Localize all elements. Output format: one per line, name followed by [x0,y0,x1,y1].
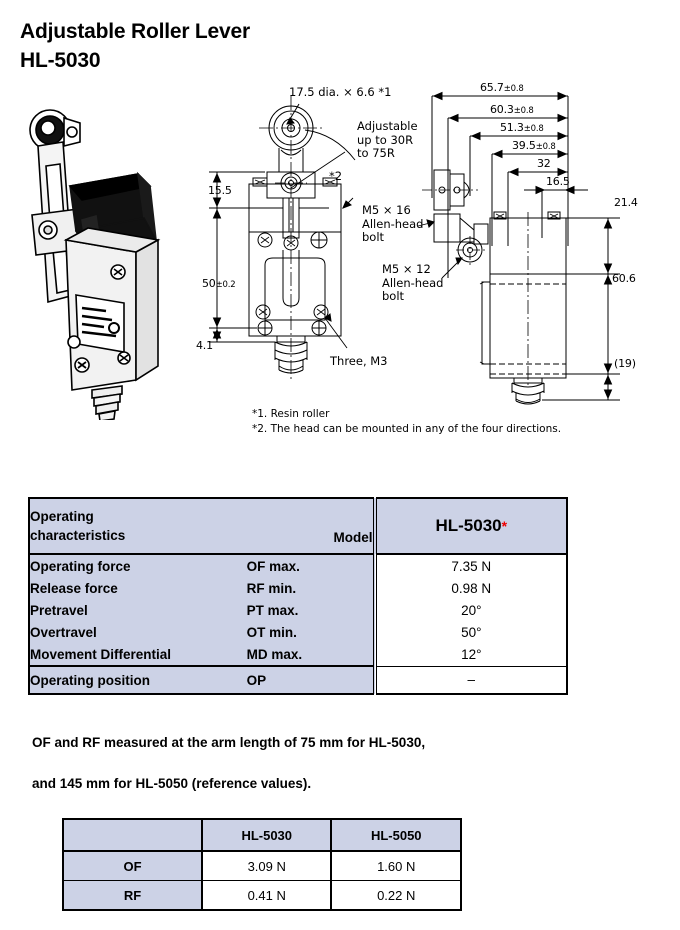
ref-row-0-value-1: 1.60 N [331,851,462,881]
ref-row-1-value-0: 0.41 N [201,880,333,911]
spec-row-name-4: Movement Differential [28,643,247,667]
callout-m5x12-line2: Allen-head [382,275,444,290]
spec-row-name-2: Pretravel [28,599,247,621]
callout-adjustable: Adjustable up to 30R to 75R [357,119,418,161]
spec-header-characteristics: Operating characteristics [28,497,247,555]
callout-three-m3: Three, M3 [330,354,388,368]
dim-51-3: 51.3±0.8 [500,121,544,135]
ref-row-0-value-0: 3.09 N [201,851,333,881]
spec-lastrow-name: Operating position [28,666,247,695]
spec-header-model-name: HL-5030 [435,516,502,535]
footnote-2: *2. The head can be mounted in any of th… [252,423,562,435]
measurement-notes: OF and RF measured at the arm length of … [32,722,632,804]
dim-15-5: 15.5 [208,184,232,197]
dim-4-1: 4.1 [196,339,213,352]
spec-row-code-4: MD max. [246,643,377,667]
spec-row-name-3: Overtravel [28,621,247,643]
spec-row-code-2: PT max. [246,599,377,621]
spec-header-model: Model [246,497,377,555]
note-line1: OF and RF measured at the arm length of … [32,735,426,750]
front-view-drawing [209,96,356,380]
page-title-line2: HL-5030 [20,49,101,72]
reference-values-table: HL-5030 HL-5050 OF 3.09 N 1.60 N RF 0.41… [62,818,462,911]
callout-bolt-m5x16: M5 × 16 Allen-head bolt [362,203,424,245]
spec-row-code-1: RF min. [246,577,377,599]
page-title: Adjustable Roller Lever HL-5030 [20,18,250,76]
callout-m5x12-line3: bolt [382,289,405,303]
operating-characteristics-table: Operating characteristics Model HL-5030*… [28,497,569,695]
callout-m5x16-line2: Allen-head [362,216,424,231]
spec-row-name-0: Operating force [28,554,247,577]
dim-60-6: 60.6 [612,272,636,285]
ref-header-col-1: HL-5050 [331,818,462,852]
callout-adjustable-line3: to 75R [357,146,395,160]
table-row: Operating position OP – [28,666,569,695]
spec-row-name-1: Release force [28,577,247,599]
table-row: Overtravel OT min. 50° [28,621,569,643]
spec-row-value-4: 12° [373,643,569,667]
dim-16-5: 16.5 [546,175,570,188]
ref-table-header-row: HL-5030 HL-5050 [62,818,462,852]
dim-19: (19) [614,357,636,370]
ref-header-col-0: HL-5030 [201,818,333,852]
table-row: RF 0.41 N 0.22 N [62,880,462,911]
table-row: Release force RF min. 0.98 N [28,577,569,599]
ref-row-label-1: RF [62,880,203,911]
spec-header-char-line1: Operating [30,509,94,524]
spec-row-value-1: 0.98 N [373,577,569,599]
spec-row-value-0: 7.35 N [373,554,569,577]
dim-50: 50±0.2 [202,277,236,291]
dim-21-4: 21.4 [614,196,638,209]
callout-m5x16-line3: bolt [362,230,385,244]
callout-roller-dia: 17.5 dia. × 6.6 *1 [289,85,392,99]
callout-bolt-m5x12: M5 × 12 Allen-head bolt [382,262,444,304]
callout-adjustable-line2: up to 30R [357,132,414,147]
table-row: Movement Differential MD max. 12° [28,643,569,667]
spec-lastrow-value: – [373,666,569,695]
page-title-line1: Adjustable Roller Lever [20,20,250,43]
callout-note2-marker: *2 [329,169,343,183]
callout-adjustable-line1: Adjustable [357,119,418,133]
spec-header-model-value: HL-5030* [373,497,569,555]
spec-row-value-2: 20° [373,599,569,621]
dim-60-3: 60.3±0.8 [490,103,534,117]
spec-table-header-row: Operating characteristics Model HL-5030* [28,497,569,555]
footnote-1: *1. Resin roller [252,408,330,420]
dim-65-7: 65.7±0.8 [480,81,524,95]
limit-switch-illustration [29,109,161,420]
spec-lastrow-code: OP [246,666,377,695]
spec-row-code-0: OF max. [246,554,377,577]
spec-header-char-line2: characteristics [30,528,126,543]
dim-39-5: 39.5±0.8 [512,139,556,153]
callout-m5x16-line1: M5 × 16 [362,203,411,217]
ref-row-label-0: OF [62,851,203,881]
technical-drawing-area: 15.5 50±0.2 4.1 65.7±0.8 60.3±0.8 51.3±0… [0,70,680,450]
table-row: Pretravel PT max. 20° [28,599,569,621]
note-line2: and 145 mm for HL-5050 (reference values… [32,776,312,791]
table-row: Operating force OF max. 7.35 N [28,554,569,577]
spec-row-value-3: 50° [373,621,569,643]
side-view-drawing [417,91,620,405]
spec-row-code-3: OT min. [246,621,377,643]
callout-m5x12-line1: M5 × 12 [382,262,431,276]
dim-32: 32 [537,157,551,170]
ref-header-corner [62,818,203,852]
table-row: OF 3.09 N 1.60 N [62,851,462,881]
spec-header-asterisk: * [501,518,508,534]
ref-row-1-value-1: 0.22 N [331,880,462,911]
